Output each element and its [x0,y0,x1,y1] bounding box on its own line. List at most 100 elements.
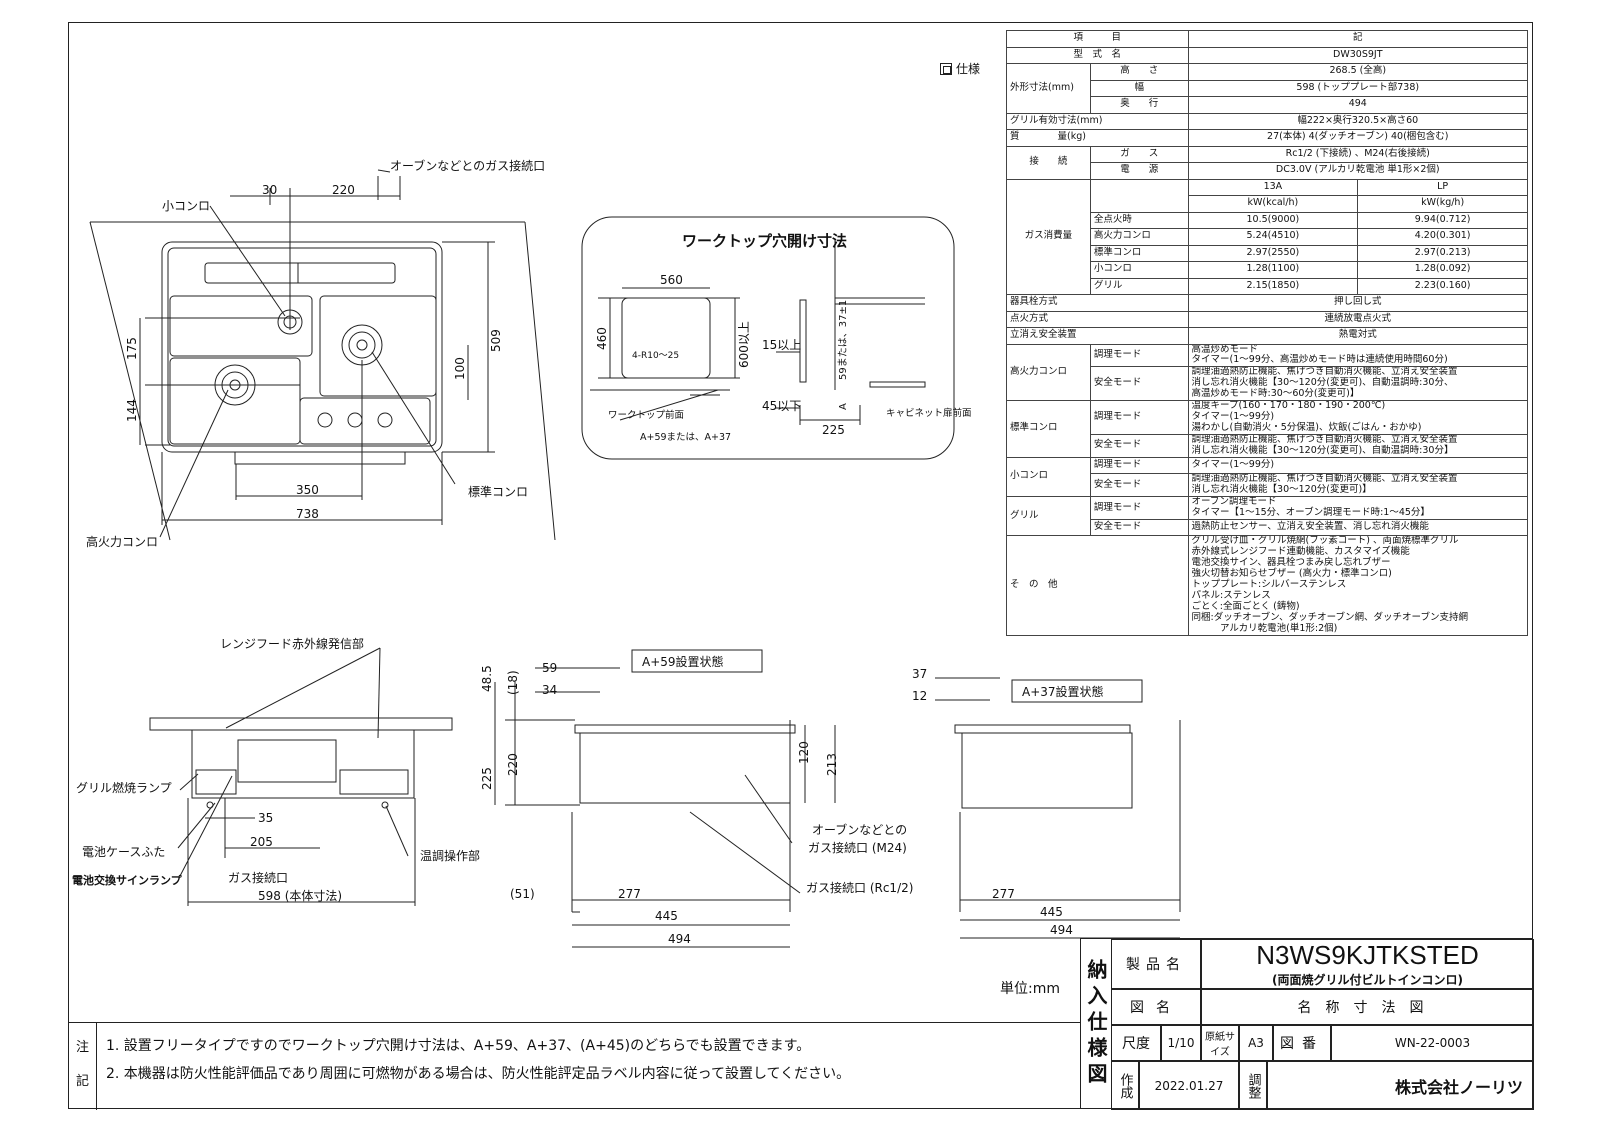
dim-220: 220 [332,183,355,197]
spec-other-line: パネル:ステンレス [1191,590,1271,602]
cutout-title: ワークトップ穴開け寸法 [682,232,847,250]
spec-other-line: 強火切替お知らせブザー (高火力・標準コンロ) [1191,568,1392,580]
dim-350: 350 [296,483,319,497]
spec-section-label: 仕様 [940,60,980,77]
spec-other-line: グリル受け皿・グリル焼網(フッ素コート) 、両面焼標準グリル [1191,535,1459,547]
top-view [89,169,556,541]
dim-37: 37 [912,667,927,681]
dim-598: 598 (本体寸法) [258,889,342,903]
spec-burner-line: タイマー(1〜99分) [1191,411,1275,423]
product-cell: N3WS9KJTKSTED (両面焼グリル付ビルトインコンロ) [1201,939,1534,989]
dim-48-5: 48.5 [480,665,494,692]
dim-560: 560 [660,273,683,287]
dim-175: 175 [125,337,139,360]
spec-burner-line: オーブン調理モード [1191,496,1277,508]
check-label: 調整 [1239,1061,1267,1110]
dim-18: (18) [506,670,520,695]
spec-other-line: 赤外線式レンジフード連動機能、カスタマイズ機能 [1191,546,1410,558]
drawing-frame [68,22,1533,1109]
number-value: WN-22-0003 [1331,1025,1534,1061]
label-gas-m24-b: ガス接続口 (M24) [808,840,907,855]
label-battery: 電池ケースふた [82,845,165,859]
spec-burner-desc: 調理油過熱防止機能、焦げつき自動消火機能、立消え安全装置消し忘れ消火機能【30〜… [1187,366,1529,402]
drawing-label: 図名 [1111,989,1201,1025]
dim-205: 205 [250,835,273,849]
label-battery-sign: 電池交換サインランプ [72,873,183,887]
product-code: N3WS9KJTKSTED [1256,940,1479,970]
spec-burner-rows: 高火力コンロ調理モード高温炒めモードタイマー(1〜99分、高温炒めモード時は連続… [1006,343,1529,537]
label-temp-control: 温調操作部 [420,848,480,863]
spec-burner-mode: 安全モード [1089,433,1189,458]
spec-burner-line: 高温炒めモード [1191,344,1259,355]
spec-burner-mode: 調理モード [1089,400,1189,435]
dim-277-a37: 277 [992,887,1015,901]
note-1: 1. 設置フリータイプですのでワークトップ穴開け寸法は、A+59、A+37、(A… [106,1038,811,1054]
note-2: 2. 本機器は防火性能評価品であり周囲に可燃物がある場合は、防火性能評定品ラベル… [106,1066,851,1082]
dim-494-a37: 494 [1050,923,1073,937]
spec-other-line: 同梱:ダッチオーブン、ダッチオーブン網、ダッチオーブン支持網 [1191,611,1468,623]
label-box-a37 [1011,679,1143,703]
drawing-name: 名称寸法図 [1201,989,1534,1025]
dim-225: 225 [480,767,494,790]
spec-gas-group: ガス消費量 [1006,178,1091,295]
label-cabinet-front: キャビネット扉前面 [886,407,972,419]
dim-34: 34 [542,683,557,697]
dim-144: 144 [125,399,139,422]
spec-other-line: ごとく:全面ごとく (鋳物) [1191,600,1300,612]
spec-burner-line: タイマー(1〜99分、高温炒めモード時は連続使用時間60分) [1191,354,1448,366]
spec-burner-line: 調理油過熱防止機能、焦げつき自動消火機能、立消え安全装置 [1191,366,1458,378]
label-gas-connection: ガス接続口 [228,870,288,885]
cutout-detail [581,216,955,460]
spec-burner-line: 調理油過熱防止機能、焦げつき自動消火機能、立消え安全装置 [1191,473,1458,485]
spec-burner-desc: 調理油過熱防止機能、焦げつき自動消火機能、立消え安全装置消し忘れ消火機能【30〜… [1187,433,1529,458]
spec-burner-line: 消し忘れ消火機能【30〜120分(変更可)】 [1191,484,1372,496]
spec-other-rows: そ の 他グリル受け皿・グリル焼網(フッ素コート) 、両面焼標準グリル赤外線式レ… [1006,535,1529,636]
title-block-vertical: 納入仕様図 [1081,939,1112,1109]
label-a59-a37: A+59または、A+37 [640,432,731,443]
spec-burner-desc: 温度キープ(160・170・180・190・200℃)タイマー(1〜99分)湯わ… [1187,400,1529,435]
spec-dim-group: 外形寸法(mm) [1006,63,1091,114]
dim-445-a59: 445 [655,909,678,923]
spec-burner-name: 小コンロ [1006,456,1091,498]
title-a59: A+59設置状態 [642,654,724,669]
spec-other-line: 電池交換サイン、器具栓つまみ戻し忘れブザー [1191,557,1391,569]
title-a37: A+37設置状態 [1022,684,1104,699]
unit-label: 単位:mm [1000,981,1060,997]
dim-600: 600以上 [737,321,751,368]
dim-12: 12 [912,689,927,703]
side-view-a59 [494,667,836,948]
spec-other-desc: グリル受け皿・グリル焼網(フッ素コート) 、両面焼標準グリル赤外線式レンジフード… [1187,535,1529,636]
spec-burner-line: 消し忘れ消火機能【30〜120分(変更可)、自動温調時:30分】 [1191,444,1454,456]
title-block: 納入仕様図 製品名 N3WS9KJTKSTED (両面焼グリル付ビルトインコンロ… [1080,938,1534,1110]
spec-conn-group: 接 続 [1006,145,1091,180]
product-desc: (両面焼グリル付ビルトインコンロ) [1272,973,1463,987]
dim-494-a59: 494 [668,932,691,946]
label-gas-oven: オーブンなどとのガス接続口 [390,158,545,173]
label-standard-burner: 標準コンロ [468,484,528,499]
date-value: 2022.01.27 [1139,1061,1239,1110]
notes-section: 注記 1. 設置フリータイプですのでワークトップ穴開け寸法は、A+59、A+37… [68,1022,1080,1110]
label-a: A [838,403,849,410]
dim-460: 460 [595,327,609,350]
label-high-burner: 高火力コンロ [86,534,158,549]
dim-45: 45以下 [762,399,801,413]
spec-other-line: アルカリ乾電池(単1形:2個) [1191,622,1338,634]
number-label: 図番 [1273,1025,1331,1061]
front-view [149,647,453,906]
spec-burner-line: タイマー【1〜15分、オーブン調理モード時:1〜45分】 [1191,506,1430,518]
scale-value: 1/10 [1161,1025,1201,1061]
spec-burner-desc: オーブン調理モードタイマー【1〜15分、オーブン調理モード時:1〜45分】 [1187,496,1529,520]
spec-burner-desc: 高温炒めモードタイマー(1〜99分、高温炒めモード時は連続使用時間60分) [1187,343,1529,368]
dim-220-side: 220 [506,753,520,776]
notes-tag: 注記 [76,1040,90,1089]
dim-59-37: 59または、37±1 [837,300,849,380]
company-logo: 株式会社ノーリツ [1267,1061,1534,1110]
label-gas-rc: ガス接続口 (Rc1/2) [806,880,913,895]
dim-35: 35 [258,811,273,825]
dim-509: 509 [489,329,503,352]
side-view-a37 [935,677,1181,939]
spec-burner-mode: 調理モード [1089,343,1189,368]
dim-51: (51) [510,887,535,901]
